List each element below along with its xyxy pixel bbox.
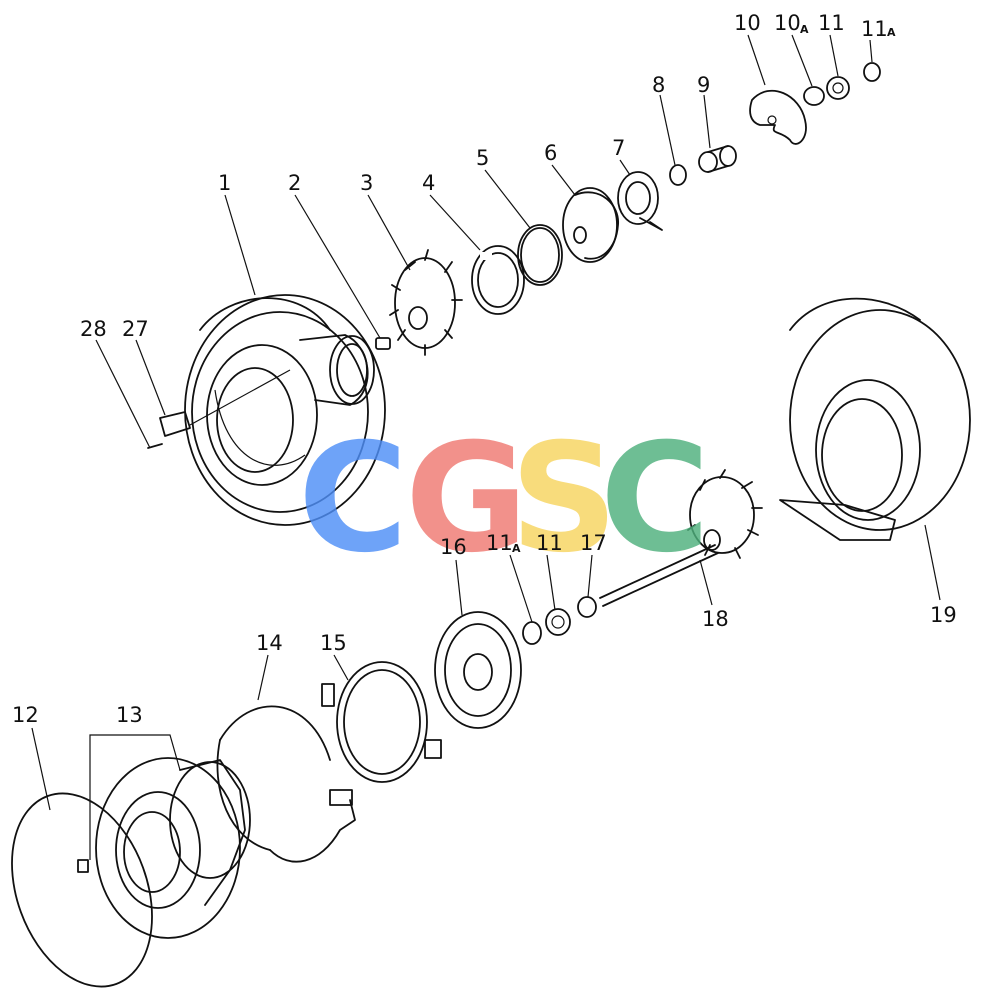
part-11a-clip-lower bbox=[522, 621, 542, 645]
part-14-v-clamp bbox=[216, 705, 356, 863]
callout-17: 17 bbox=[580, 531, 607, 555]
callout-10: 10 bbox=[734, 11, 761, 35]
part-2-key bbox=[375, 337, 391, 350]
callout-11a-lower-suffix: A bbox=[512, 542, 521, 555]
part-1-compressor-housing bbox=[184, 294, 386, 526]
callout-9: 9 bbox=[697, 73, 710, 97]
part-7-oil-deflector bbox=[617, 171, 663, 231]
part-10a-collar bbox=[803, 86, 825, 106]
callout-19: 19 bbox=[930, 603, 957, 627]
watermark-letter-c2: C bbox=[600, 412, 710, 586]
part-19-turbine-housing bbox=[779, 297, 971, 541]
callout-2: 2 bbox=[288, 171, 301, 195]
cgsc-watermark: C G S C bbox=[298, 412, 710, 586]
callout-28: 28 bbox=[80, 317, 107, 341]
watermark-letter-g: G bbox=[405, 412, 528, 586]
callout-11-top: 11 bbox=[818, 11, 845, 35]
part-9-thrust-sleeve bbox=[698, 145, 737, 173]
callout-1: 1 bbox=[218, 171, 231, 195]
part-17-ring bbox=[577, 596, 597, 618]
callout-10a-suffix: A bbox=[800, 23, 809, 36]
part-11a-clip-top bbox=[863, 62, 881, 82]
part-16-seal-plate bbox=[434, 611, 522, 729]
part-15-clamp-band bbox=[321, 661, 442, 783]
leader-lines bbox=[31, 34, 941, 860]
callout-14: 14 bbox=[256, 631, 283, 655]
part-6-seal-plate bbox=[562, 187, 619, 263]
callout-8: 8 bbox=[652, 73, 665, 97]
part-13-bearing-housing bbox=[77, 757, 251, 939]
callout-10a: 10 bbox=[774, 11, 801, 35]
callout-12: 12 bbox=[12, 703, 39, 727]
callout-11-lower: 11 bbox=[536, 531, 563, 555]
callout-15: 15 bbox=[320, 631, 347, 655]
callout-3: 3 bbox=[360, 171, 373, 195]
callout-16: 16 bbox=[440, 535, 467, 559]
part-8-ring bbox=[669, 164, 687, 186]
part-12-gasket-ring bbox=[11, 792, 153, 988]
part-10-thrust-bearing bbox=[749, 89, 807, 145]
callout-27: 27 bbox=[122, 317, 149, 341]
callout-7: 7 bbox=[612, 136, 625, 160]
watermark-letter-s: S bbox=[510, 412, 618, 586]
callout-5: 5 bbox=[476, 146, 489, 170]
part-5-o-ring bbox=[517, 224, 563, 286]
part-4-snap-ring bbox=[471, 245, 525, 315]
part-3-compressor-wheel bbox=[389, 249, 463, 356]
part-11-bushing-lower bbox=[545, 608, 571, 636]
part-27-nameplate bbox=[159, 411, 191, 437]
part-18-turbine-shaft bbox=[599, 469, 763, 607]
part-27-mount-line bbox=[189, 369, 291, 426]
part-11-bushing-top bbox=[826, 76, 850, 100]
callout-6: 6 bbox=[544, 141, 557, 165]
callout-13: 13 bbox=[116, 703, 143, 727]
watermark-letter-c1: C bbox=[298, 412, 408, 586]
callout-4: 4 bbox=[422, 171, 435, 195]
callout-18: 18 bbox=[702, 607, 729, 631]
callout-11a-top: 11 bbox=[861, 17, 888, 41]
callout-labels: 1 2 3 4 5 6 7 8 9 10 10 A 11 11 A 12 13 … bbox=[12, 11, 957, 727]
callout-11a-lower: 11 bbox=[486, 531, 513, 555]
callout-11a-top-suffix: A bbox=[887, 26, 896, 39]
